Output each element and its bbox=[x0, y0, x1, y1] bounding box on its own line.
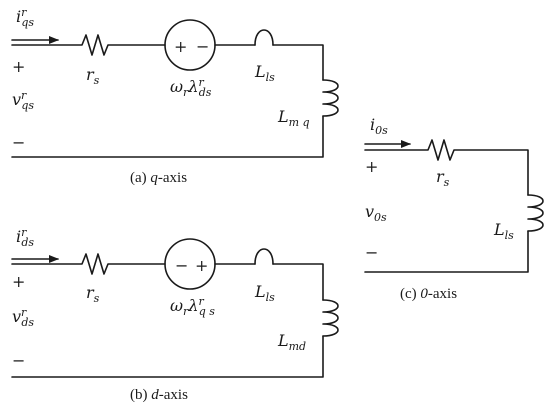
d-source-minus: − bbox=[175, 256, 188, 275]
q-source-plus: + bbox=[174, 37, 187, 56]
q-bottom-wire bbox=[11, 115, 324, 158]
q-source-minus: − bbox=[196, 37, 209, 56]
zero-leakage-inductance-label: Lls bbox=[493, 220, 514, 242]
zero-minus-terminal: − bbox=[365, 243, 378, 262]
d-plus-terminal: + bbox=[12, 272, 25, 291]
zero-current-label: i0s bbox=[370, 115, 388, 137]
zero-bottom-wire bbox=[364, 230, 529, 273]
zero-axis-caption: (c) 0-axis bbox=[400, 286, 457, 302]
d-axis-caption: (b) d-axis bbox=[130, 387, 188, 403]
q-resistor-label: rs bbox=[86, 65, 100, 87]
q-magnetizing-inductance-label: Lm q bbox=[277, 107, 310, 129]
zero-inductor-coil bbox=[527, 194, 544, 232]
q-leakage-inductance-label: Lls bbox=[254, 62, 275, 84]
d-resistor-label: rs bbox=[86, 283, 100, 305]
zero-resistor-label: rs bbox=[436, 167, 450, 189]
q-minus-terminal: − bbox=[12, 133, 25, 152]
zero-plus-terminal: + bbox=[365, 157, 378, 176]
d-top-wire bbox=[11, 253, 324, 301]
d-magnetizing-inductance-label: Lmd bbox=[277, 331, 306, 353]
d-minus-terminal: − bbox=[12, 351, 25, 370]
q-emf-source bbox=[164, 19, 216, 71]
d-leakage-inductor-coil bbox=[254, 248, 274, 265]
q-magnetizing-inductor-coil bbox=[322, 79, 339, 117]
zero-voltage-label: v0s bbox=[365, 202, 387, 224]
d-leakage-inductance-label: Lls bbox=[254, 282, 275, 304]
d-bottom-wire bbox=[11, 335, 324, 378]
q-leakage-inductor-coil bbox=[254, 29, 274, 46]
q-axis-caption: (a) q-axis bbox=[130, 170, 187, 186]
q-plus-terminal: + bbox=[12, 57, 25, 76]
d-source-plus: + bbox=[195, 256, 208, 275]
q-top-wire bbox=[11, 34, 324, 81]
zero-top-wire bbox=[364, 139, 529, 196]
d-emf-source bbox=[164, 238, 216, 290]
d-magnetizing-inductor-coil bbox=[322, 299, 339, 337]
zero-axis-circuit: i0s + v0s − rs Lls (c) 0-axis bbox=[364, 115, 544, 302]
